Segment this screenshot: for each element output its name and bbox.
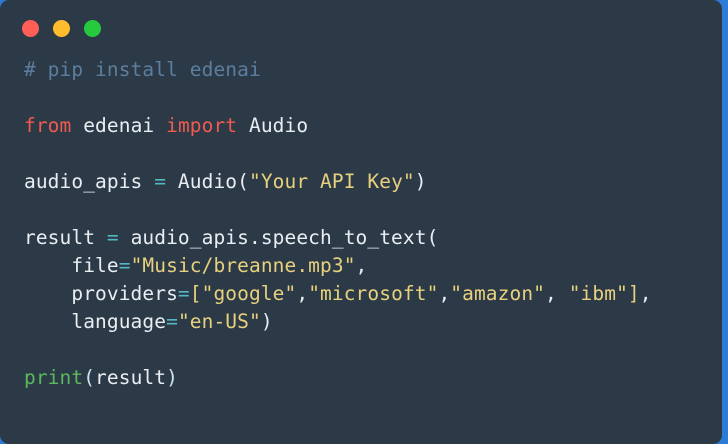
code-token-plain: , <box>639 282 652 305</box>
code-token-keyword: from <box>24 114 72 137</box>
code-token-plain: ) <box>414 170 427 193</box>
code-token-paren: ( <box>83 366 96 389</box>
code-line <box>24 140 722 168</box>
code-line: print(result) <box>24 364 722 392</box>
code-editor[interactable]: # pip install edenai from edenai import A… <box>0 56 722 392</box>
code-token-bracket: ] <box>627 282 640 305</box>
code-token-operator: = <box>154 170 167 193</box>
code-token-string: "en-US" <box>177 310 261 333</box>
code-line <box>24 196 722 224</box>
code-line: # pip install edenai <box>24 56 722 84</box>
code-token-paren: ) <box>166 366 178 389</box>
code-token-keyword: import <box>166 114 238 137</box>
code-token-plain: , <box>545 282 569 305</box>
code-token-plain: providers <box>24 282 178 305</box>
code-token-plain: file <box>24 254 119 277</box>
code-token-plain: audio_apis.speech_to_text( <box>118 226 439 249</box>
code-token-builtin: print <box>24 366 84 389</box>
code-token-operator: = <box>177 282 190 305</box>
code-token-operator: = <box>106 226 119 249</box>
code-token-plain: result <box>24 226 107 249</box>
minimize-window-button[interactable] <box>53 19 70 37</box>
code-token-string: "ibm" <box>568 282 628 305</box>
code-token-string: "Your API Key" <box>248 170 415 193</box>
close-window-button[interactable] <box>22 19 39 37</box>
code-token-plain: , <box>438 282 451 305</box>
code-token-operator: = <box>118 254 131 277</box>
code-line <box>24 336 722 364</box>
code-token-string: "google" <box>201 282 297 305</box>
code-line: file="Music/breanne.mp3", <box>24 252 722 280</box>
code-token-plain: , <box>296 282 309 305</box>
code-token-string: "Music/breanne.mp3" <box>130 254 356 277</box>
code-token-plain: Audio <box>237 114 309 137</box>
code-token-bracket: [ <box>189 282 202 305</box>
code-token-plain: , <box>355 254 368 277</box>
code-line: result = audio_apis.speech_to_text( <box>24 224 722 252</box>
code-line <box>24 84 722 112</box>
code-line: language="en-US") <box>24 308 722 336</box>
code-token-operator: = <box>166 310 178 333</box>
code-token-string: "microsoft" <box>308 282 439 305</box>
code-token-plain: result <box>95 366 167 389</box>
code-line: audio_apis = Audio("Your API Key") <box>24 168 722 196</box>
code-token-plain: audio_apis <box>24 170 155 193</box>
code-line: from edenai import Audio <box>24 112 722 140</box>
code-token-plain: Audio( <box>166 170 249 193</box>
window-titlebar <box>0 0 722 56</box>
code-token-comment: # pip install edenai <box>24 58 261 81</box>
code-token-plain: language <box>24 310 167 333</box>
code-token-plain: ) <box>260 310 273 333</box>
maximize-window-button[interactable] <box>84 19 101 37</box>
code-line: providers=["google","microsoft","amazon"… <box>24 280 722 308</box>
code-token-plain: edenai <box>71 114 167 137</box>
code-token-string: "amazon" <box>450 282 546 305</box>
